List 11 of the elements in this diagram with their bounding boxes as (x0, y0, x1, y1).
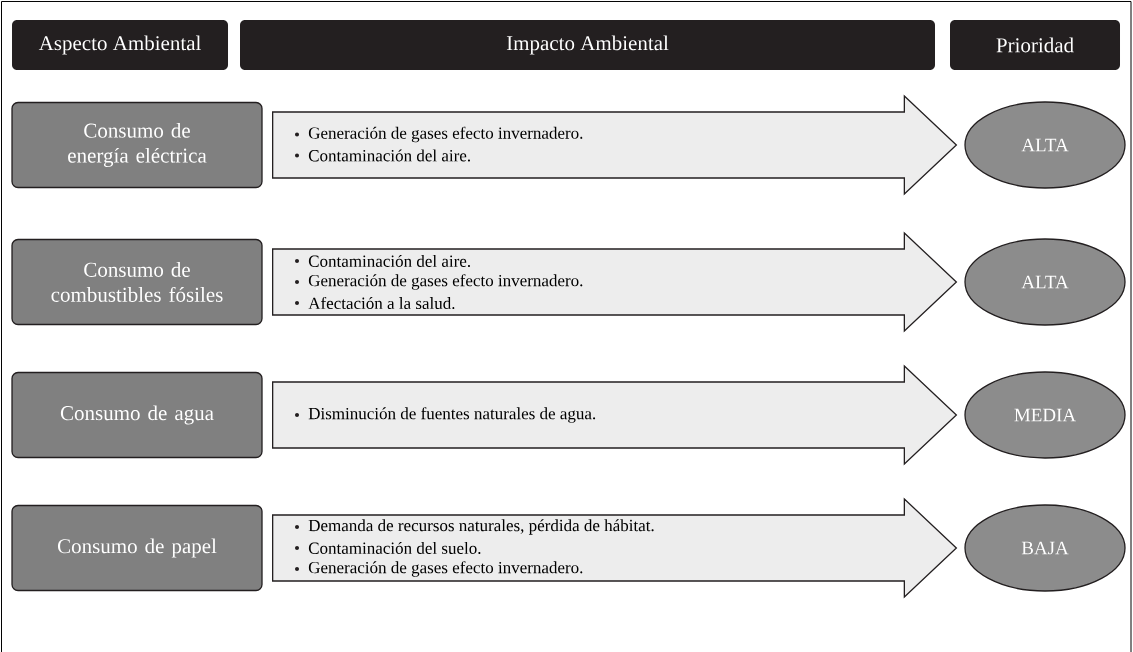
header-box: Prioridad (950, 20, 1120, 70)
aspect-box: Consumo de agua (11, 371, 263, 459)
impact-panel: Generación de gases efecto invernadero. Contaminación del aire. (272, 96, 957, 194)
aspect-box: Consumo de combustibles fósiles (11, 238, 263, 326)
impact-panel: Contaminación del aire. Generación de gases efecto invernadero. Afectación a la salud. (272, 233, 957, 331)
aspect-box: Consumo de energía eléctrica (11, 101, 263, 189)
impact-panel: Disminución de fuentes naturales de agua. (272, 366, 957, 464)
aspect-box: Consumo de papel (11, 504, 263, 592)
header-box: Aspecto Ambiental (12, 20, 228, 70)
header-box: Impacto Ambiental (240, 20, 935, 70)
impact-panel: Demanda de recursos naturales, pérdida de hábitat. Contaminación del suelo. Generación de gases efecto invernadero. (272, 499, 957, 597)
